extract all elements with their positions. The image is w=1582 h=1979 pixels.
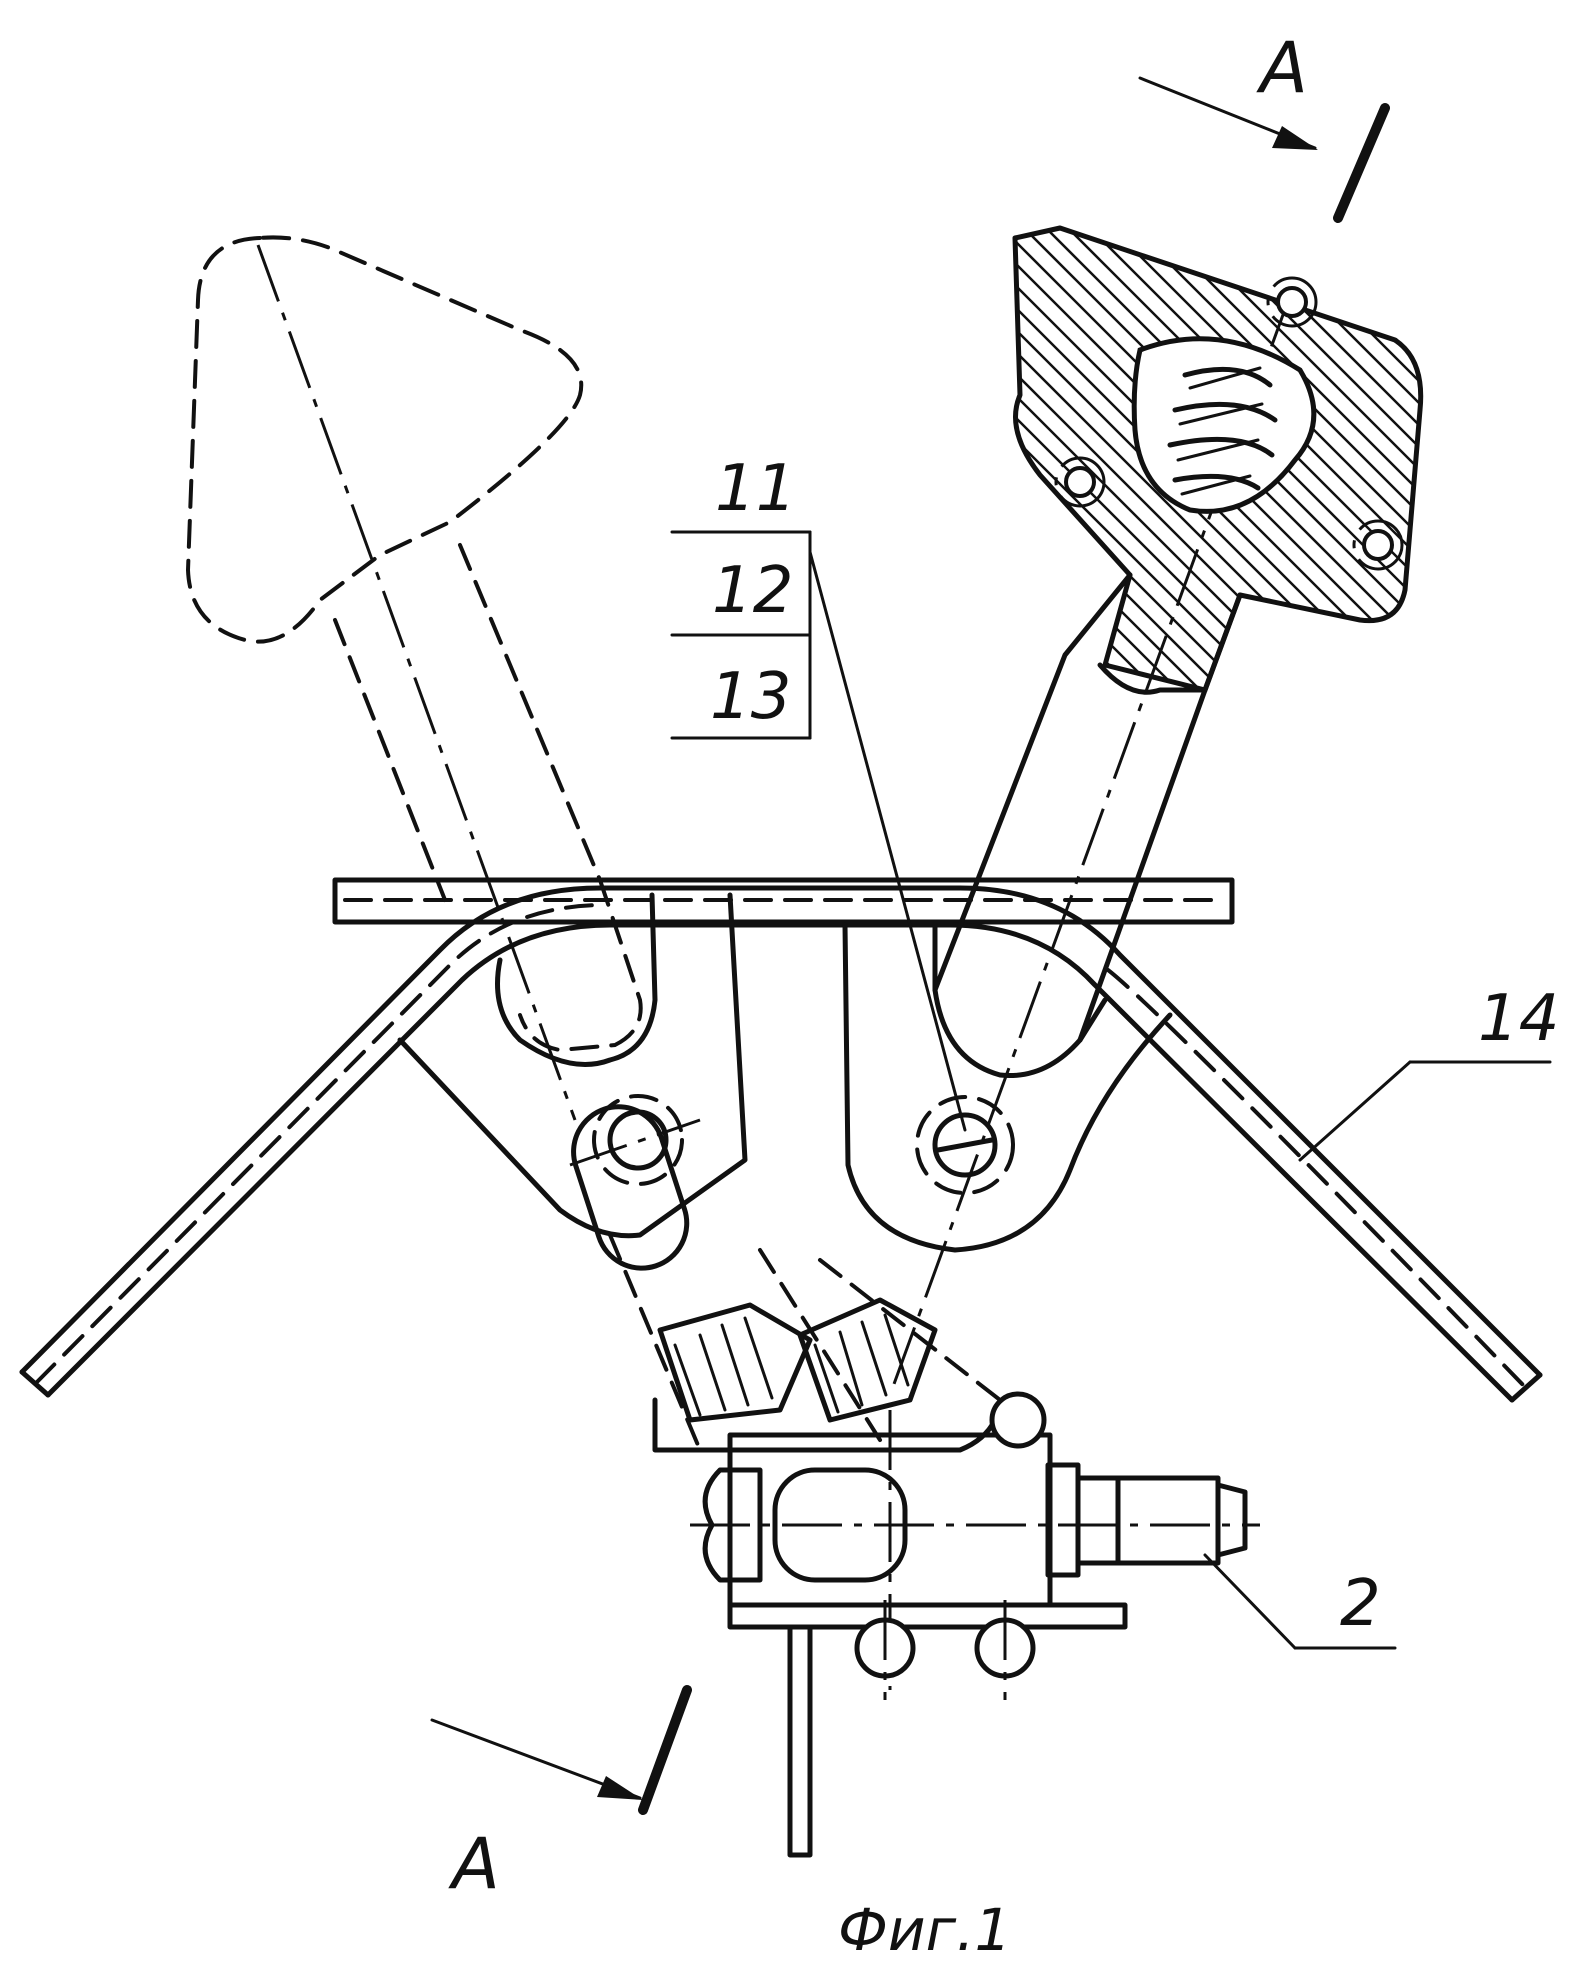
left-lever-phantom (185, 235, 643, 1121)
hatch-line (1502, 200, 1582, 720)
figure-caption: Фиг.1 (838, 1896, 1011, 1964)
label-2: 2 (1340, 1567, 1381, 1641)
hatch-line (1105, 228, 1421, 690)
screw-icon (1362, 529, 1394, 561)
hatch-line (1281, 228, 1421, 690)
hatch-line (1391, 228, 1421, 690)
nut-icon (989, 1391, 1047, 1449)
hatch-line (1127, 228, 1421, 690)
leader-lines (670, 530, 1552, 1650)
hatch-line (1259, 228, 1421, 690)
hatch-line (1015, 228, 1275, 690)
hatch-line (1015, 228, 1297, 690)
section-arrow-bottom (430, 1685, 692, 1815)
hatch-line (1347, 228, 1421, 690)
section-label-bottom: А (448, 1823, 500, 1905)
right-support (842, 922, 1173, 1253)
switch-body (652, 1391, 1260, 1858)
hatch-line (1061, 228, 1421, 690)
hatch-line (1524, 200, 1582, 720)
hatch-line (1039, 228, 1421, 690)
screw-icon (1276, 286, 1308, 318)
bent-bracket (19, 885, 1543, 1403)
hatch-line (1015, 228, 1143, 690)
spring-icon (1167, 366, 1278, 496)
hatch-line (1083, 228, 1421, 690)
section-arrow-top (1138, 76, 1390, 223)
hatch-line (1015, 228, 1253, 690)
hatch-line (1480, 200, 1582, 720)
screw-icon (1064, 466, 1096, 498)
hatch-line (1015, 228, 1121, 690)
label-14: 14 (1478, 982, 1559, 1056)
hatch-line (1369, 228, 1421, 690)
label-13: 13 (710, 660, 791, 734)
hatch-line (1413, 228, 1421, 690)
top-plate (332, 877, 1235, 925)
hatch-line (1546, 200, 1582, 720)
gear-sector (608, 1233, 1002, 1452)
label-11: 11 (715, 452, 796, 526)
hatch-line (1015, 228, 1385, 690)
hatch-line (1458, 200, 1582, 720)
left-support (397, 892, 748, 1271)
hatch-line (1015, 228, 1231, 690)
hatch-line (1568, 200, 1582, 720)
hatch-line (1015, 228, 1209, 690)
hatch-line (1436, 200, 1582, 720)
section-label-top: А (1256, 27, 1308, 109)
label-12: 12 (712, 554, 793, 628)
